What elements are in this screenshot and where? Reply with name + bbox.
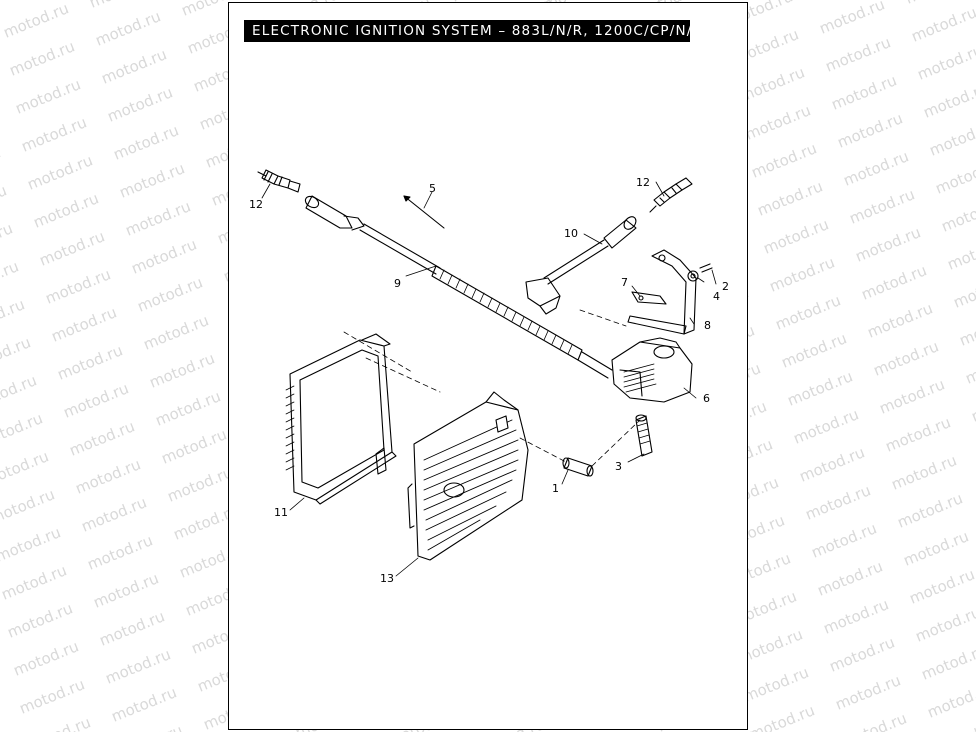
ignition-module	[285, 333, 397, 505]
spark-plug-cable-rear	[525, 216, 637, 315]
cable-strap	[403, 195, 445, 229]
screw-and-washer	[687, 263, 713, 282]
ignition-coil	[611, 337, 693, 403]
spark-plug-left	[257, 169, 301, 193]
ignition-cover	[407, 391, 529, 561]
callout-3: 3	[615, 460, 622, 473]
spacer-sleeve	[562, 457, 594, 477]
leader-lines	[261, 181, 717, 577]
mounting-bolt	[635, 414, 653, 457]
callout-11: 11	[274, 506, 288, 519]
callout-12-left: 12	[249, 198, 263, 211]
callout-2: 2	[722, 280, 729, 293]
spark-plug-cable-front	[304, 195, 613, 379]
page-title: ELECTRONIC IGNITION SYSTEM – 883L/N/R, 1…	[244, 20, 690, 42]
callout-12-right: 12	[636, 176, 650, 189]
callout-1: 1	[552, 482, 559, 495]
callout-5: 5	[429, 182, 436, 195]
callout-8: 8	[704, 319, 711, 332]
callout-9: 9	[394, 277, 401, 290]
spark-plug-right	[649, 177, 693, 213]
callout-6: 6	[703, 392, 710, 405]
callout-10: 10	[564, 227, 578, 240]
coil-bracket	[627, 249, 697, 335]
callout-7: 7	[621, 276, 628, 289]
callout-13: 13	[380, 572, 394, 585]
alignment-lines	[343, 309, 641, 467]
callout-4: 4	[713, 290, 720, 303]
